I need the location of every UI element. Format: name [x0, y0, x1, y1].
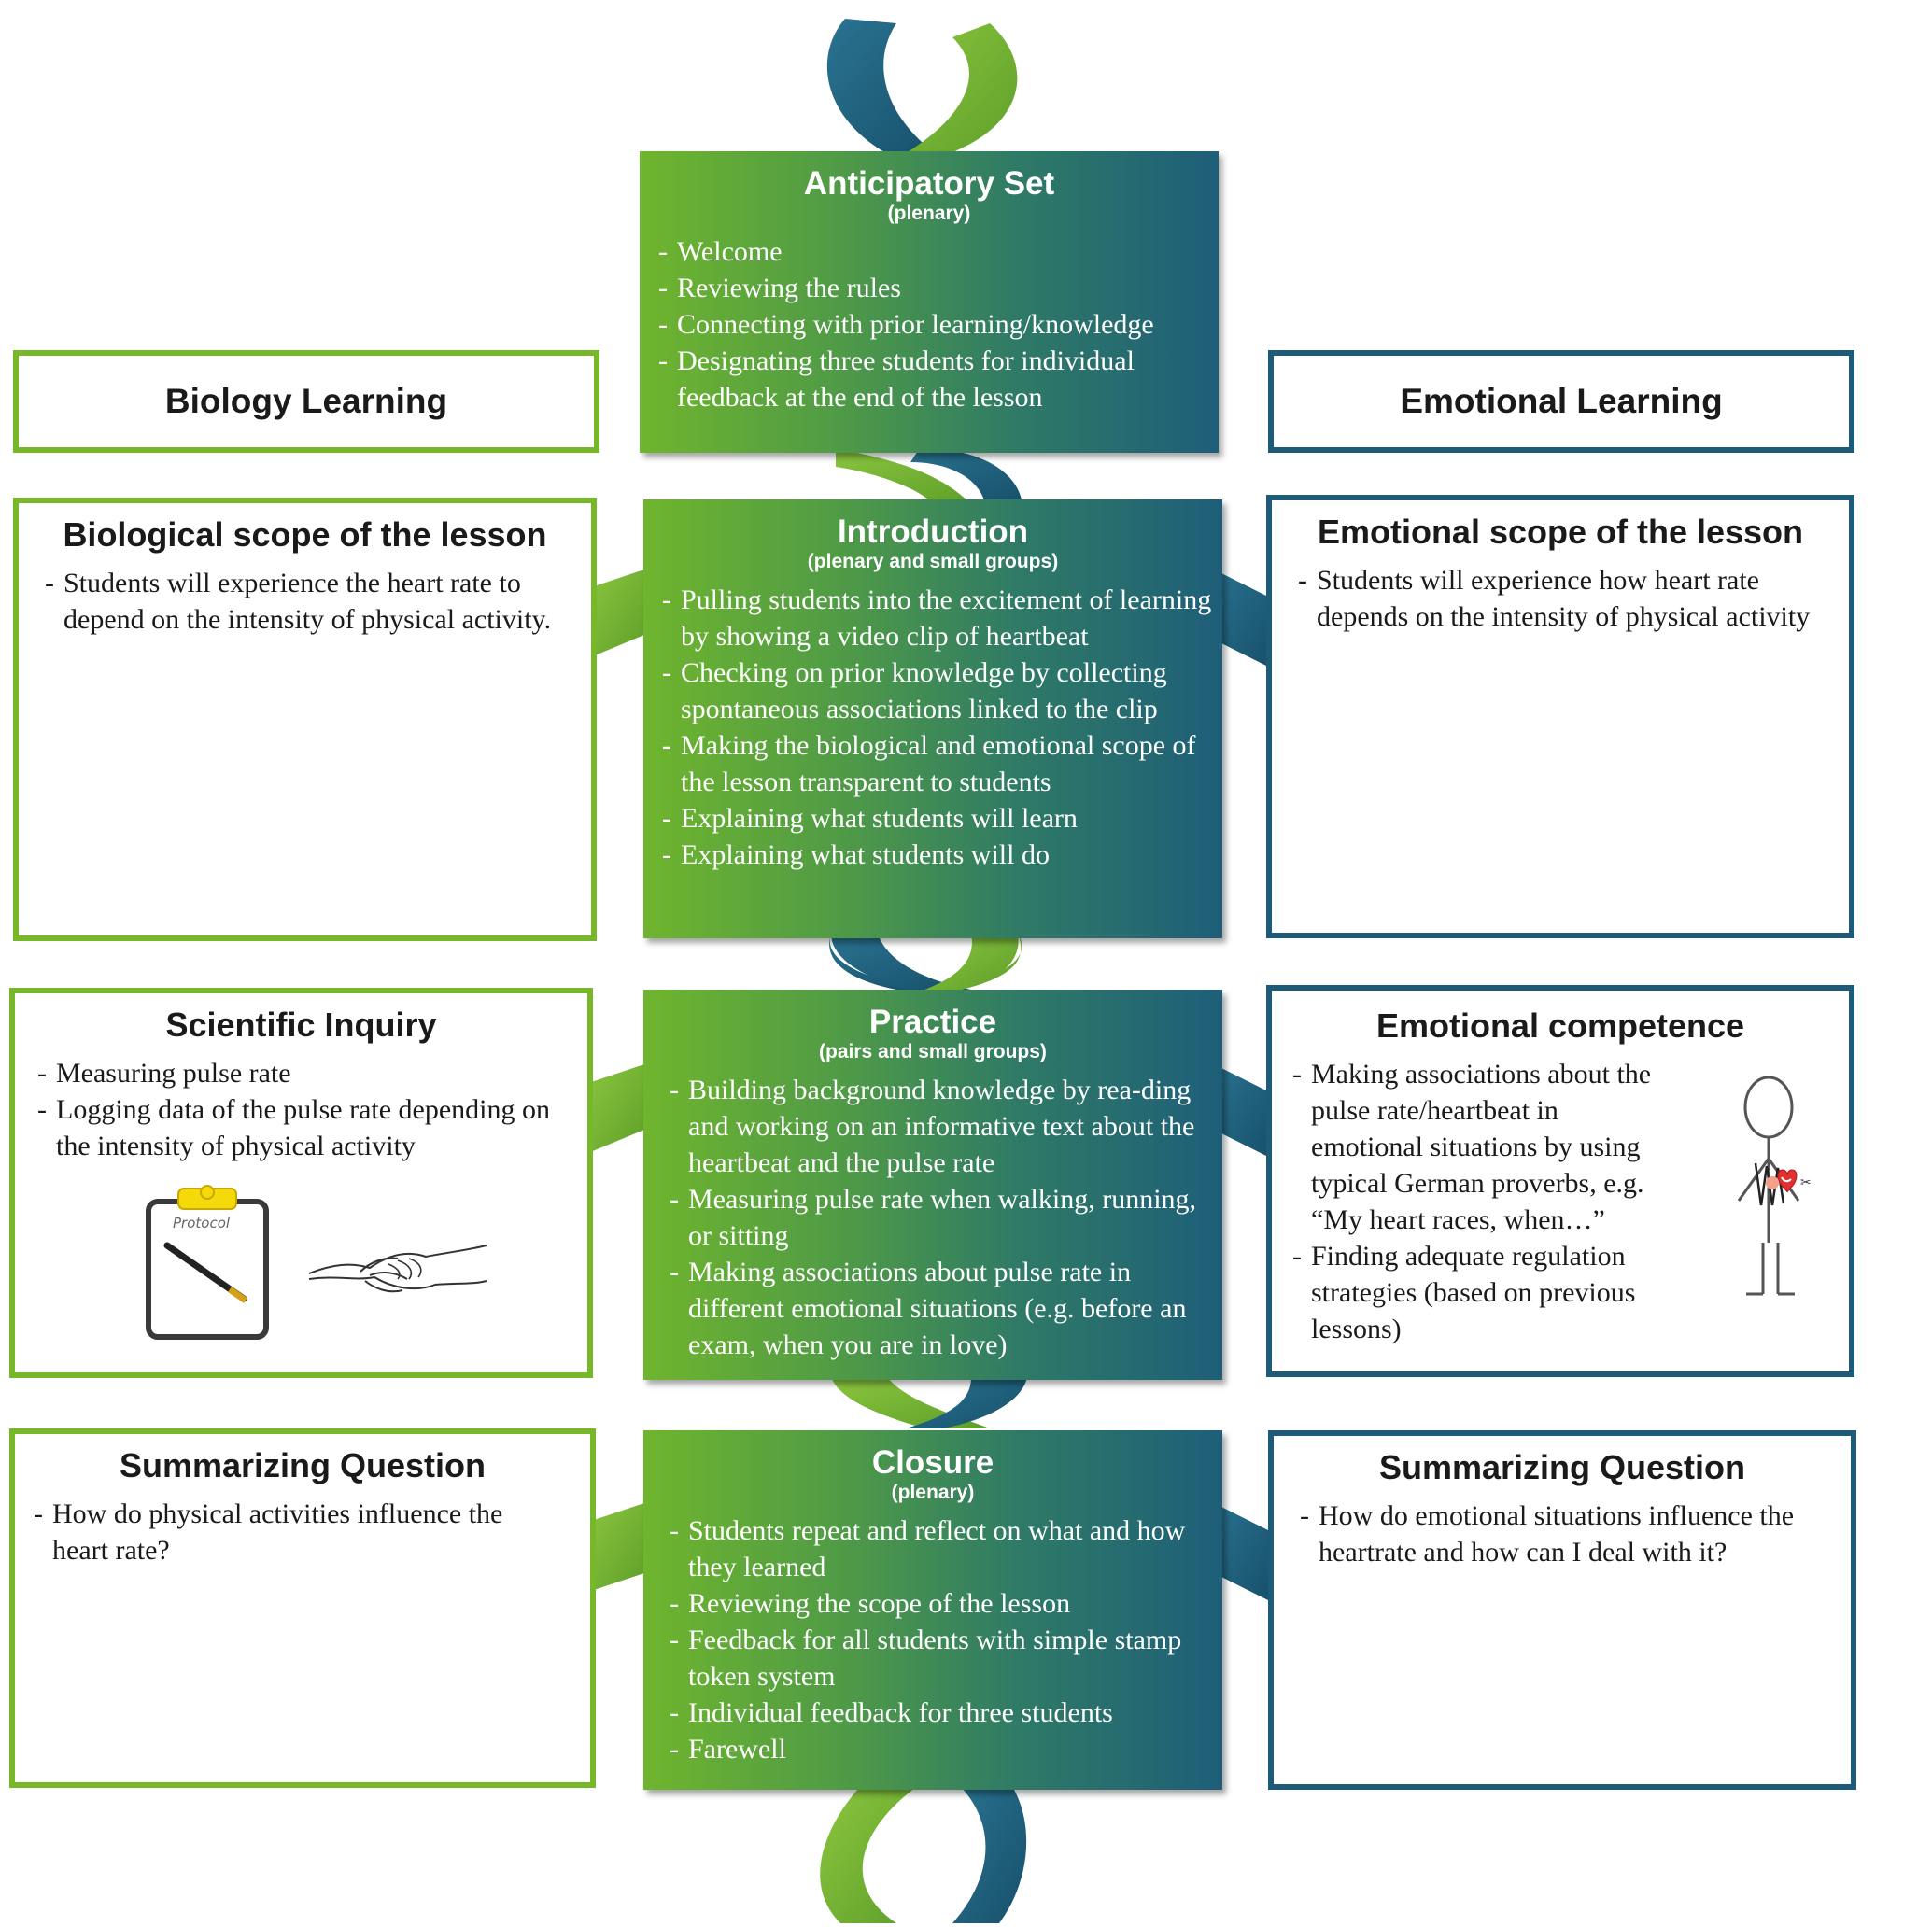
left-connectors: [588, 570, 644, 1592]
svg-text:✂: ✂: [1800, 1175, 1812, 1190]
helix-segment-2: [829, 934, 1022, 990]
biological-scope-list: Students will experience the heart rate …: [43, 565, 565, 638]
list-item: Making the biological and emotional scop…: [660, 727, 1213, 800]
left-summarizing-question-list: How do physical activities influence the…: [32, 1496, 564, 1568]
list-item: Explaining what students will learn: [660, 800, 1213, 837]
anticipatory-set-subtitle: (plenary): [887, 203, 971, 224]
list-item: Reviewing the rules: [656, 270, 1209, 306]
clipboard-label: Protocol: [173, 1215, 231, 1231]
left-summarizing-question-box: Summarizing Question How do physical act…: [9, 1428, 596, 1788]
closure-subtitle: (plenary): [891, 1482, 975, 1503]
biological-scope-title: Biological scope of the lesson: [63, 515, 547, 554]
right-summarizing-question-list: How do emotional situations influence th…: [1298, 1498, 1825, 1570]
emotional-learning-header: Emotional Learning: [1268, 350, 1854, 453]
left-summarizing-question-title: Summarizing Question: [119, 1446, 487, 1484]
right-summarizing-question-box: Summarizing Question How do emotional si…: [1268, 1430, 1856, 1790]
helix-bottom: [820, 1788, 1027, 1923]
list-item: Checking on prior knowledge by collectin…: [660, 654, 1213, 727]
list-item: How do emotional situations influence th…: [1298, 1498, 1825, 1570]
scientific-inquiry-box: Scientific Inquiry Measuring pulse rate …: [9, 988, 593, 1378]
anticipatory-set-list: Welcome Reviewing the rules Connecting w…: [656, 233, 1209, 415]
list-item: Making associations about the pulse rate…: [1290, 1056, 1671, 1238]
list-item: Explaining what students will do: [660, 837, 1213, 873]
list-item: How do physical activities influence the…: [32, 1496, 564, 1568]
introduction-title: Introduction: [837, 513, 1029, 550]
list-item: Students will experience the heart rate …: [43, 565, 565, 638]
list-item: Pulling students into the excitement of …: [660, 582, 1213, 654]
stick-figure-icon: ✂: [1729, 1075, 1813, 1303]
practice-box: Practice (pairs and small groups) Buildi…: [643, 990, 1222, 1380]
list-item: Measuring pulse rate when walking, runni…: [668, 1181, 1213, 1254]
practice-subtitle: (pairs and small groups): [819, 1041, 1047, 1062]
emotional-competence-list: Making associations about the pulse rate…: [1290, 1056, 1671, 1347]
clipboard-icon: Protocol: [141, 1185, 272, 1343]
biology-learning-title: Biology Learning: [164, 382, 448, 420]
practice-list: Building background knowledge by rea-din…: [668, 1072, 1213, 1363]
helix-segment-1: [836, 448, 1022, 504]
right-summarizing-question-title: Summarizing Question: [1378, 1448, 1746, 1486]
emotional-scope-title: Emotional scope of the lesson: [1317, 513, 1804, 551]
right-connectors: [1214, 570, 1270, 1601]
list-item: Building background knowledge by rea-din…: [668, 1072, 1213, 1181]
emotional-scope-box: Emotional scope of the lesson Students w…: [1266, 495, 1854, 938]
list-item: Individual feedback for three students: [668, 1695, 1213, 1731]
biological-scope-box: Biological scope of the lesson Students …: [13, 498, 597, 941]
closure-box: Closure (plenary) Students repeat and re…: [643, 1430, 1222, 1790]
introduction-list: Pulling students into the excitement of …: [660, 582, 1213, 873]
list-item: Logging data of the pulse rate depending…: [35, 1091, 561, 1164]
list-item: Feedback for all students with simple st…: [668, 1622, 1213, 1695]
anticipatory-set-title: Anticipatory Set: [803, 165, 1055, 202]
introduction-box: Introduction (plenary and small groups) …: [643, 499, 1222, 938]
list-item: Students will experience how heart rate …: [1296, 562, 1812, 635]
list-item: Reviewing the scope of the lesson: [668, 1585, 1213, 1622]
helix-segment-3: [831, 1377, 1027, 1428]
closure-list: Students repeat and reflect on what and …: [668, 1512, 1213, 1767]
closure-title: Closure: [871, 1444, 994, 1481]
introduction-subtitle: (plenary and small groups): [807, 551, 1059, 572]
list-item: Farewell: [668, 1731, 1213, 1767]
emotional-competence-box: Emotional competence Making associations…: [1266, 985, 1854, 1377]
list-item: Making associations about pulse rate in …: [668, 1254, 1213, 1363]
pulse-hands-icon: [304, 1236, 491, 1311]
emotional-scope-list: Students will experience how heart rate …: [1296, 562, 1812, 635]
emotional-learning-title: Emotional Learning: [1400, 382, 1723, 420]
list-item: Students repeat and reflect on what and …: [668, 1512, 1213, 1585]
biology-learning-header: Biology Learning: [13, 350, 599, 453]
anticipatory-set-box: Anticipatory Set (plenary) Welcome Revie…: [640, 151, 1219, 453]
scientific-inquiry-list: Measuring pulse rate Logging data of the…: [35, 1055, 561, 1164]
scientific-inquiry-title: Scientific Inquiry: [165, 1006, 437, 1044]
list-item: Connecting with prior learning/knowledge: [656, 306, 1209, 343]
list-item: Finding adequate regulation strategies (…: [1290, 1238, 1671, 1347]
emotional-competence-title: Emotional competence: [1375, 1006, 1745, 1045]
practice-title: Practice: [868, 1004, 997, 1040]
list-item: Designating three students for individua…: [656, 343, 1209, 415]
helix-top: [826, 19, 1018, 159]
list-item: Welcome: [656, 233, 1209, 270]
list-item: Measuring pulse rate: [35, 1055, 561, 1091]
